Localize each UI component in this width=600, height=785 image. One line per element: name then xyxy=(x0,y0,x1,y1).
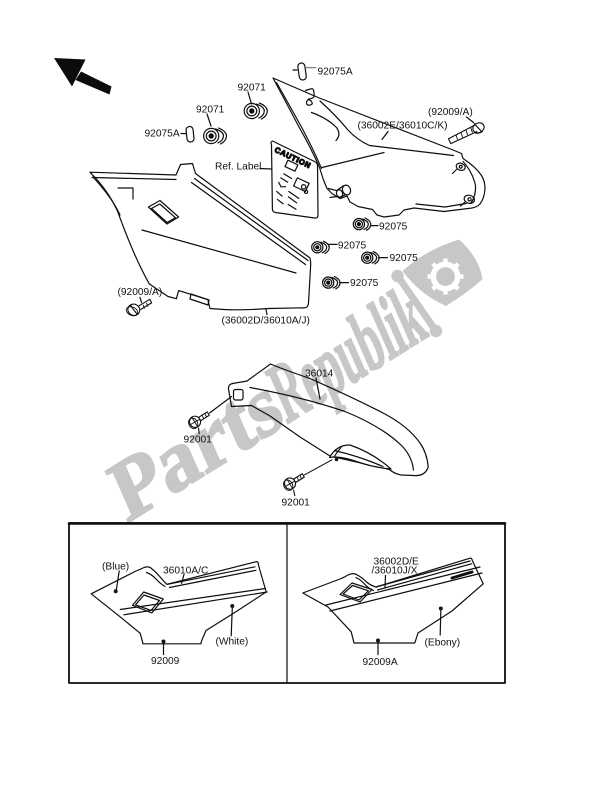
svg-text:92075: 92075 xyxy=(390,253,419,264)
svg-text:Ref. Label: Ref. Label xyxy=(215,162,261,173)
svg-text:92075: 92075 xyxy=(338,240,367,251)
svg-text:(Ebony): (Ebony) xyxy=(425,638,461,649)
svg-text:92075A: 92075A xyxy=(145,129,180,140)
svg-text:(White): (White) xyxy=(216,637,249,648)
svg-text:92001: 92001 xyxy=(282,498,311,509)
svg-text:36014: 36014 xyxy=(305,369,334,380)
svg-text:/36010J/X: /36010J/X xyxy=(372,566,418,577)
svg-text:(92009/A): (92009/A) xyxy=(118,287,163,298)
svg-text:92001: 92001 xyxy=(184,435,213,446)
svg-text:(92009/A): (92009/A) xyxy=(428,107,473,118)
svg-text:—: — xyxy=(306,63,317,74)
svg-text:36010A/C: 36010A/C xyxy=(163,566,208,577)
svg-text:92071: 92071 xyxy=(238,83,267,94)
svg-text:92009: 92009 xyxy=(151,656,180,667)
svg-text:36002D/E: 36002D/E xyxy=(374,557,420,568)
svg-text:92071: 92071 xyxy=(196,105,225,116)
svg-text:92075: 92075 xyxy=(350,278,379,289)
svg-text:(Blue): (Blue) xyxy=(102,562,129,573)
svg-text:(36002D/36010A/J): (36002D/36010A/J) xyxy=(222,316,310,327)
svg-text:92009A: 92009A xyxy=(363,657,398,668)
svg-text:92075A: 92075A xyxy=(318,67,353,78)
svg-text:(36002E/36010C/K): (36002E/36010C/K) xyxy=(358,121,448,132)
svg-text:92075: 92075 xyxy=(379,222,408,233)
